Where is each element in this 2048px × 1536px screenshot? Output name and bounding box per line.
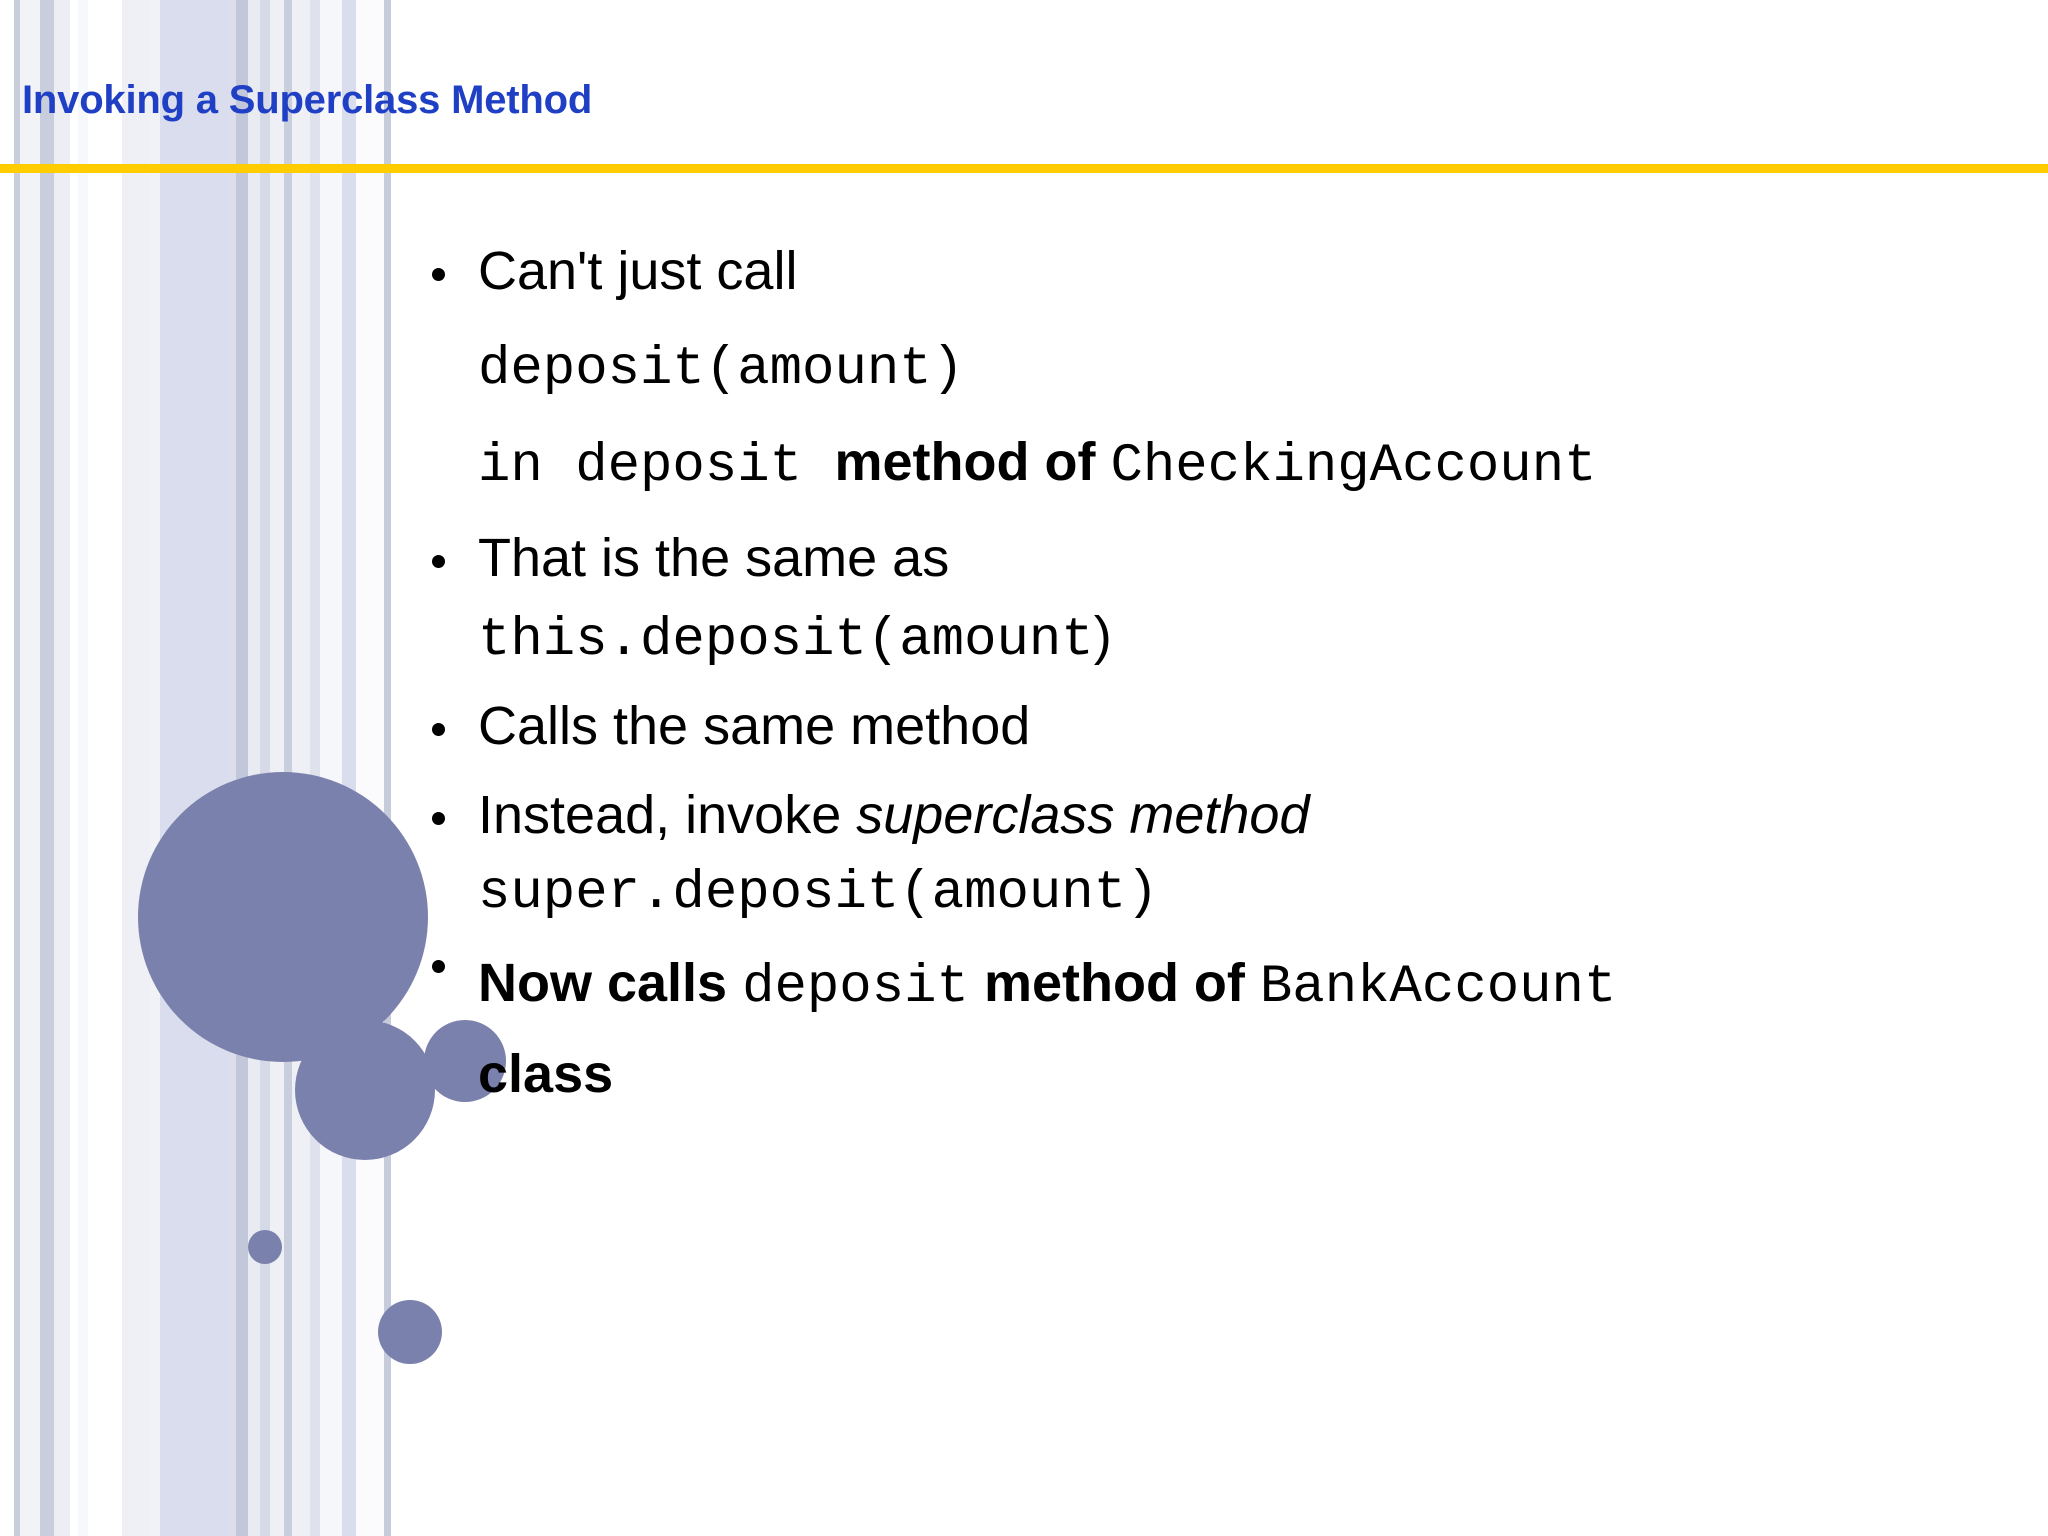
decor-circle-tiny (248, 1230, 282, 1264)
stripe-22 (384, 0, 391, 1536)
code-line-deposit-call: deposit(amount) (420, 338, 2030, 402)
stripe-5 (70, 0, 78, 1536)
spacer (420, 304, 2030, 338)
stripe-8 (122, 0, 150, 1536)
bullet-dot-icon (432, 722, 445, 736)
code-in-deposit: in deposit (478, 436, 835, 498)
code-line-this-deposit: this.deposit(amount) (420, 605, 2030, 673)
decorative-stripe-band (0, 0, 400, 1536)
slide-body: Can't just call deposit(amount) in depos… (420, 240, 2030, 1107)
bullet-5-label-class: class (478, 1044, 614, 1105)
bullet-5-continuation: class (420, 1043, 2030, 1107)
bullet-item-1: Can't just call (420, 240, 2030, 304)
code-line-super-deposit: super.deposit(amount) (420, 862, 2030, 926)
spacer (420, 926, 2030, 952)
stripe-12 (236, 0, 248, 1536)
stripe-15 (270, 0, 284, 1536)
bullet-dot-icon (432, 812, 445, 826)
text-method-of: method of (834, 432, 1111, 493)
code-deposit: deposit (742, 956, 969, 1018)
stripe-17 (292, 0, 310, 1536)
bullet-5-label-now-calls: Now calls (478, 952, 743, 1013)
bullet-item-2: That is the same as (420, 527, 2030, 591)
decor-circle-xsmall (378, 1300, 442, 1364)
page-title: Invoking a Superclass Method (22, 78, 593, 122)
bullet-item-3: Calls the same method (420, 695, 2030, 759)
stripe-4 (54, 0, 70, 1536)
decor-circle-large (138, 772, 428, 1062)
stripe-16 (284, 0, 292, 1536)
spacer (420, 401, 2030, 431)
stripe-9 (150, 0, 160, 1536)
stripe-19 (320, 0, 342, 1536)
bullet-3-label: Calls the same method (478, 695, 1031, 756)
decor-circle-medium (295, 1020, 435, 1160)
title-underline-rule (0, 164, 2048, 173)
code-this-deposit-close-paren: ) (1093, 605, 1112, 666)
stripe-20 (342, 0, 356, 1536)
bullet-1-label: Can't just call (478, 241, 798, 301)
code-this-deposit-amount: this.deposit(amount (478, 609, 1094, 671)
stripe-7 (88, 0, 122, 1536)
code-line-in-deposit-method: in deposit method of CheckingAccount (420, 431, 2030, 499)
spacer (420, 499, 2030, 527)
bullet-dot-icon (432, 268, 445, 282)
bullet-item-5: Now calls deposit method of BankAccount (420, 952, 2030, 1020)
stripe-6 (78, 0, 88, 1536)
code-super-deposit-amount: super.deposit(amount) (478, 863, 1159, 925)
spacer (420, 1019, 2030, 1043)
stripe-14 (260, 0, 270, 1536)
spacer (420, 758, 2030, 784)
code-deposit-amount: deposit(amount) (478, 338, 965, 400)
stripe-1 (14, 0, 20, 1536)
bullet-2-label: That is the same as (478, 528, 950, 589)
bullet-item-4: Instead, invoke superclass method (420, 784, 2030, 848)
bullet-4-label-plain: Instead, invoke (478, 785, 857, 846)
spacer (420, 591, 2030, 605)
stripe-3 (40, 0, 54, 1536)
spacer (420, 848, 2030, 862)
code-checkingaccount: CheckingAccount (1110, 436, 1597, 498)
decor-circle-small (424, 1020, 506, 1102)
stripe-21 (356, 0, 384, 1536)
stripe-10 (160, 0, 228, 1536)
bullet-4-label-emphasis: superclass method (856, 785, 1310, 846)
code-bankaccount: BankAccount (1259, 956, 1617, 1018)
bullet-dot-icon (432, 555, 445, 569)
stripe-2 (20, 0, 40, 1536)
spacer (420, 673, 2030, 695)
stripe-13 (248, 0, 260, 1536)
stripe-18 (310, 0, 320, 1536)
title-block: Invoking a Superclass Method (0, 78, 2048, 150)
bullet-dot-icon (432, 960, 445, 974)
stripe-11 (228, 0, 236, 1536)
bullet-5-label-method-of: method of (968, 952, 1260, 1013)
